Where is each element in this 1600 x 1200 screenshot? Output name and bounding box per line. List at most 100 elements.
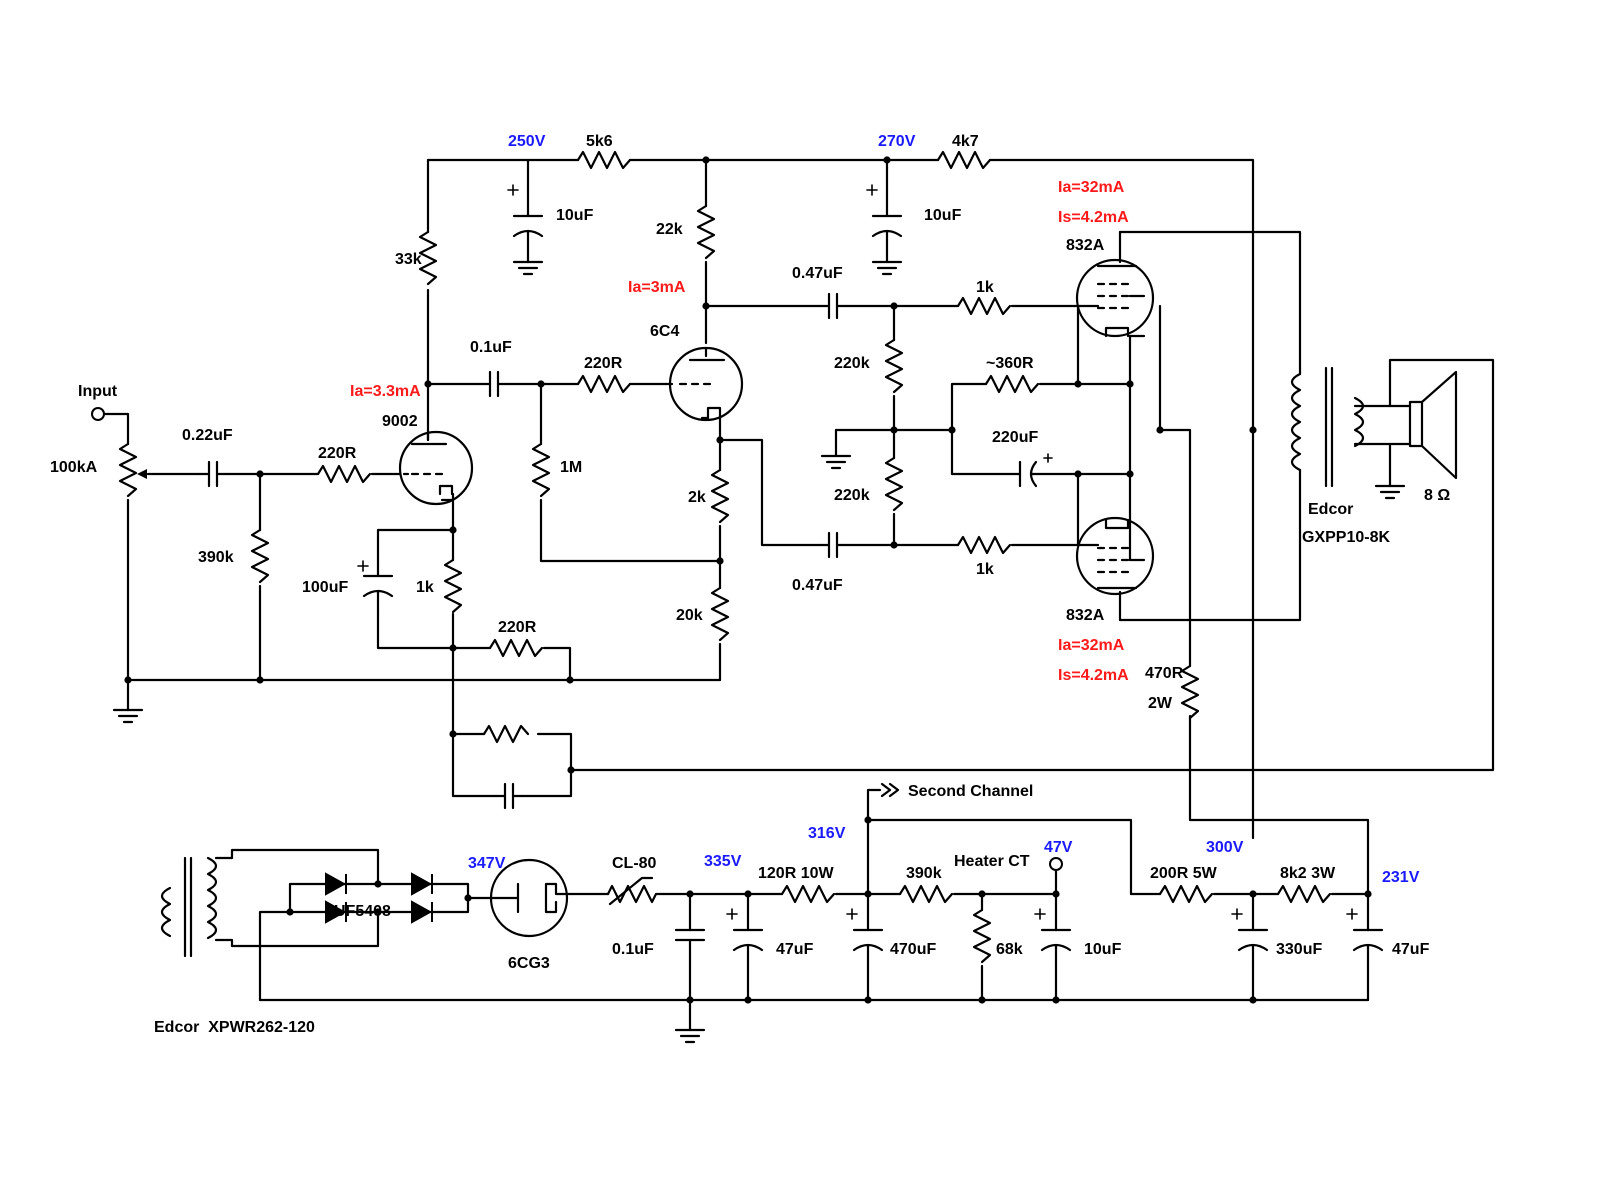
junction-dot [864,890,872,898]
label-resistor: 390k [906,865,942,882]
capacitor-10uf-a [512,184,544,264]
junction-dot [744,890,752,898]
capacitor-470uf [852,928,884,964]
resistor-120r [780,884,836,904]
label-current: Is=4.2mA [1058,209,1129,226]
junction-dot [124,676,132,684]
resistor-220k-bottom [884,456,904,512]
label-current: Ia=3mA [628,279,686,296]
capacitor-10uf-b [871,184,903,264]
junction-dot [449,526,457,534]
label-capacitor: 0.22uF [182,427,233,444]
resistor-1m [531,442,551,498]
label-resistor: ~360R [986,355,1034,372]
resistor-1k-bottom [956,535,1012,555]
junction-dot [890,426,898,434]
junction-dot [864,816,872,824]
label-capacitor: 10uF [924,207,962,224]
label-resistor: 2k [688,489,706,506]
thermistor-cl80 [606,876,666,906]
label-capacitor: 470uF [890,941,936,958]
label-capacitor: 0.47uF [792,265,843,282]
output-transformer [1290,366,1365,488]
tube-9002 [398,430,474,506]
junction-dot [449,644,457,652]
label-resistor: 470R [1145,665,1184,682]
resistor-1k-top [956,296,1012,316]
junction-dot [716,436,724,444]
capacitor-01uf-psu [674,928,706,962]
label-capacitor: 220uF [992,429,1038,446]
junction-dot [1249,426,1257,434]
junction-dot [686,890,694,898]
ground-symbol [871,260,903,276]
junction-dot [1126,380,1134,388]
resistor-220r-feedback [488,638,544,658]
resistor-220r-grid [576,374,632,394]
label-capacitor: 330uF [1276,941,1322,958]
junction-dot [537,380,545,388]
junction-dot [567,766,575,774]
label-resistor: 5k6 [586,133,613,150]
ground-symbol [1374,484,1406,500]
label-resistor: 20k [676,607,703,624]
label-resistor: 220k [834,355,870,372]
resistor-68k [972,908,992,964]
junction-dot [1364,890,1372,898]
label-resistor: 120R 10W [758,865,834,882]
junction-dot [256,470,264,478]
resistor-470r [1180,664,1200,720]
label-transformer: Edcor XPWR262-120 [154,1019,315,1036]
label-tube: 6CG3 [508,955,550,972]
label-resistor: 8k2 3W [1280,865,1336,882]
junction-dot [686,996,694,1004]
capacitor-47uf-b [1352,928,1384,964]
label-heater-ct: Heater CT [954,853,1030,870]
diode-icon [325,900,347,924]
tube-832a-bottom [1075,516,1155,622]
capacitor-10uf-psu [1040,928,1072,964]
label-voltage: 300V [1206,839,1244,856]
capacitor-100uf [362,558,394,612]
input-terminal [91,407,105,421]
label-tube: 6C4 [650,323,679,340]
label-resistor: 390k [198,549,234,566]
junction-dot [702,156,710,164]
power-transformer [160,856,218,958]
label-current: Ia=32mA [1058,179,1125,196]
junction-dot [1249,996,1257,1004]
junction-dot [744,996,752,1004]
label-voltage: 231V [1382,869,1420,886]
junction-dot [890,541,898,549]
resistor-8k2 [1276,884,1332,904]
capacitor-047uf-bottom [818,531,848,559]
resistor-390k-psu [898,884,954,904]
capacitor-330uf [1237,928,1269,964]
junction-dot [256,676,264,684]
resistor-200r [1158,884,1214,904]
ground-symbol [112,708,144,724]
capacitor-022uf [196,460,230,488]
capacitor-47uf-a [732,928,764,964]
junction-dot [1249,890,1257,898]
resistor-5k6 [576,150,632,170]
junction-dots [124,156,1372,1004]
diode-bridge [325,872,433,924]
diode-icon [411,900,433,924]
label-capacitor: 47uF [1392,941,1430,958]
resistor-33k [418,230,438,286]
label-resistor: 220R [498,619,537,636]
label-current: Ia=3.3mA [350,383,421,400]
diode-icon [325,872,347,896]
resistor-feedback-rc [482,724,530,744]
junction-dot [286,908,294,916]
ground-symbol [820,428,852,470]
label-tube: 9002 [382,413,418,430]
label-resistor: 1k [976,561,994,578]
label-resistor: 1M [560,459,582,476]
resistors [118,150,1332,964]
resistor-4k7 [936,150,992,170]
label-resistor: 220R [318,445,357,462]
tube-6cg3 [488,858,574,938]
potentiometer-100ka [118,442,138,498]
